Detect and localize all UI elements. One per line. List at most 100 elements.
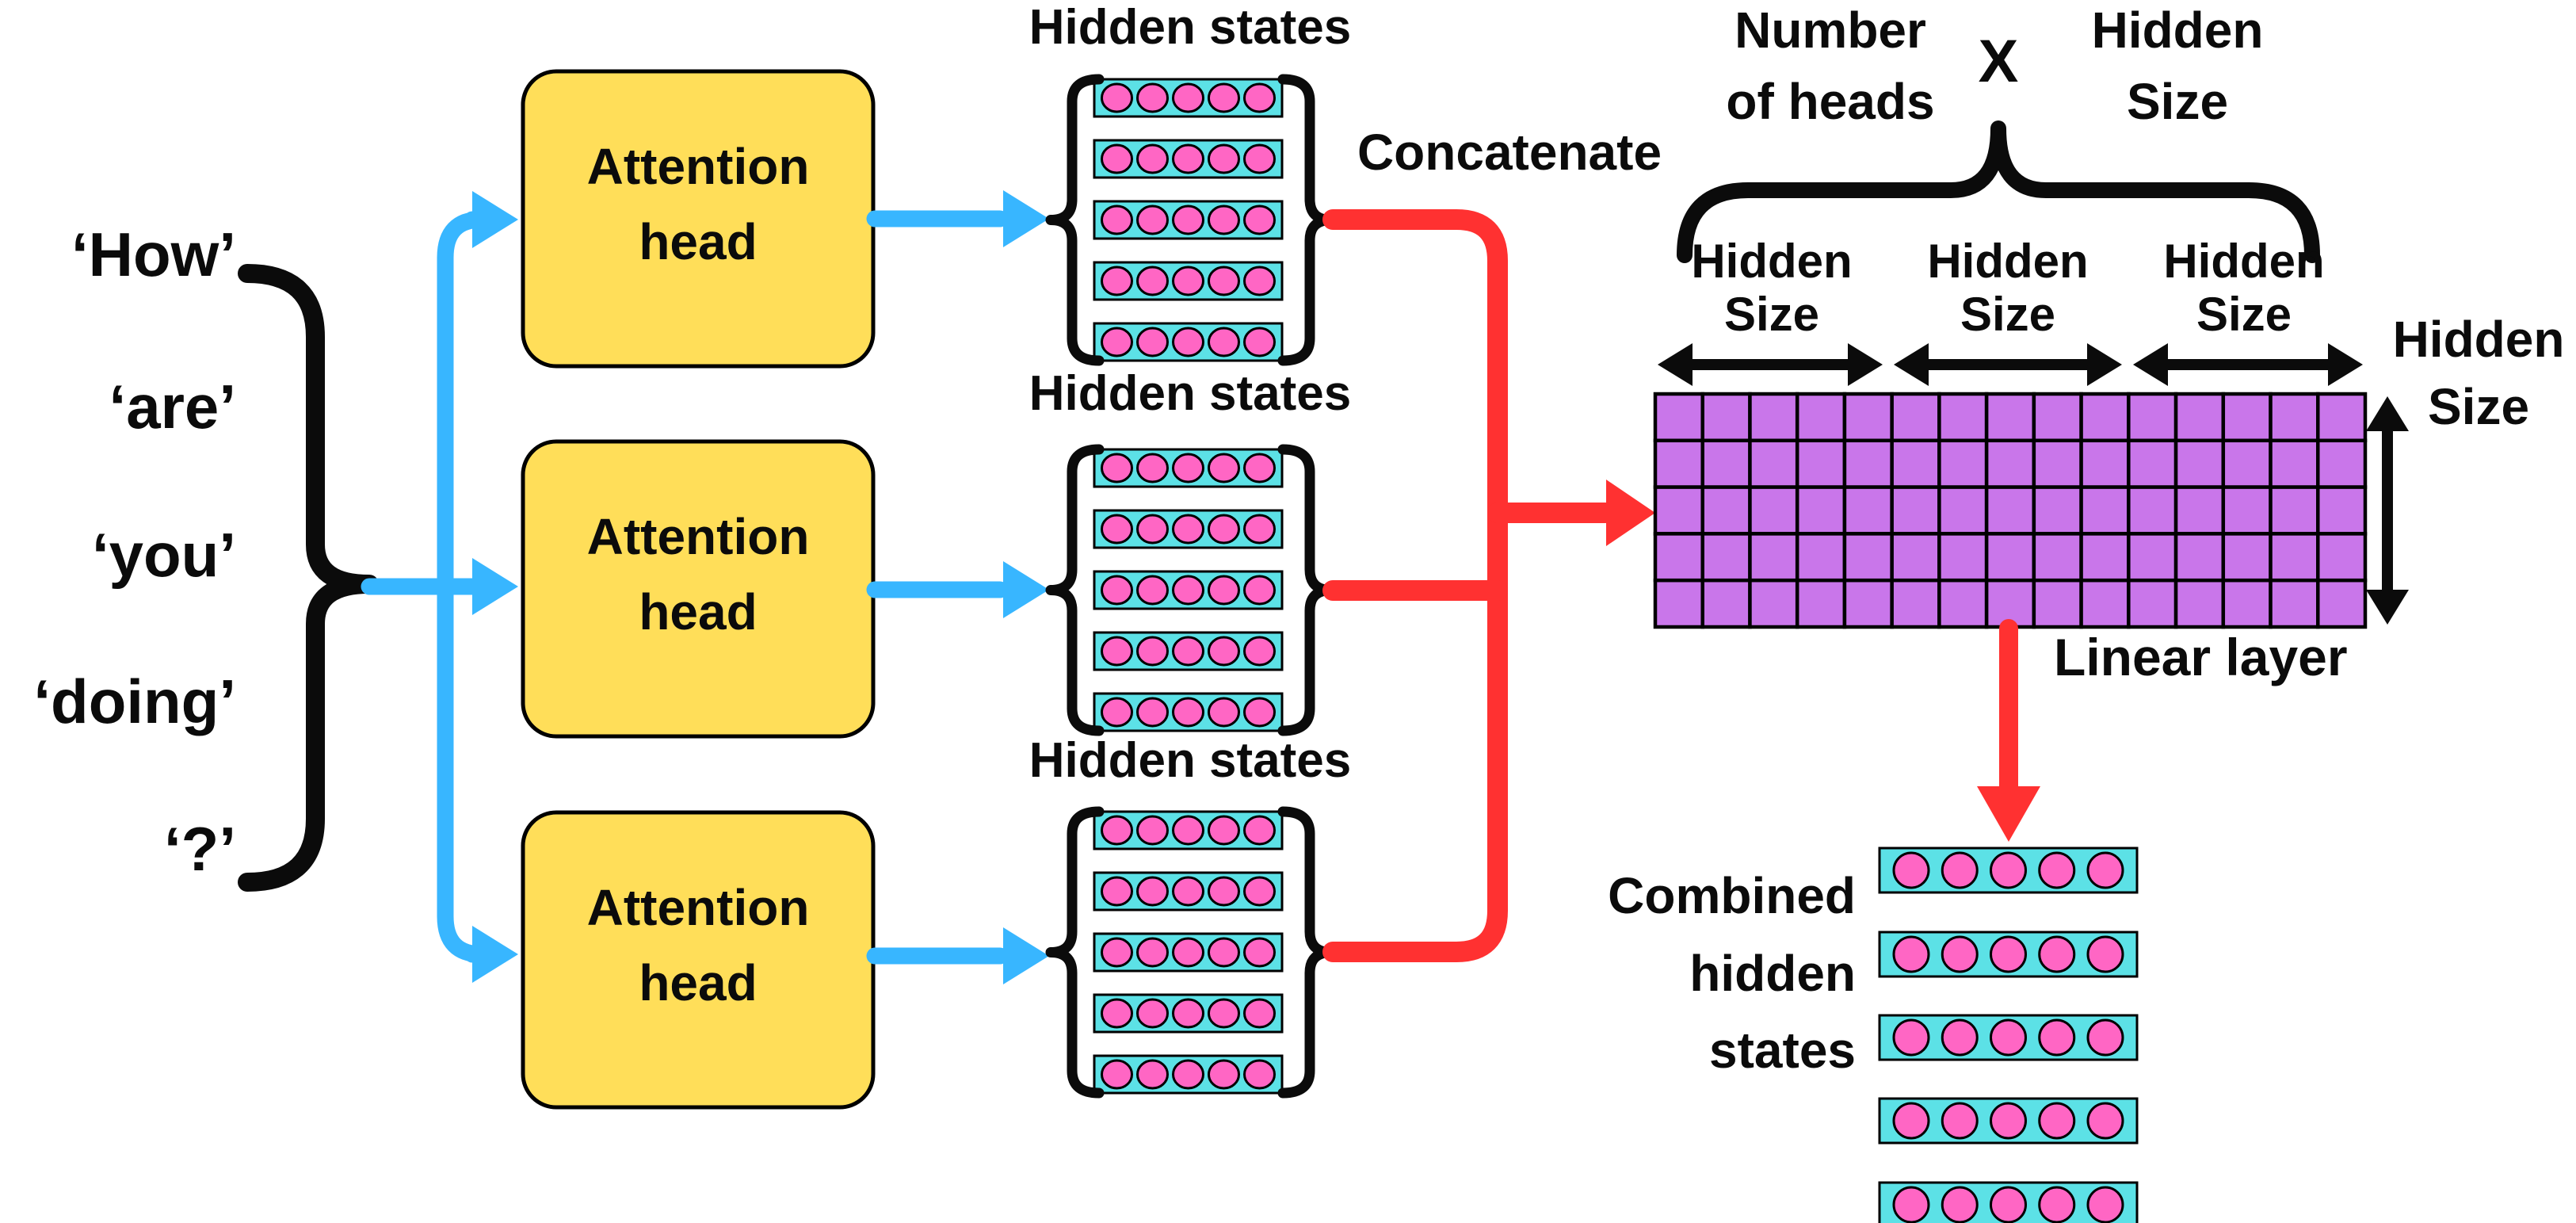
combined-unit-r3-c2 <box>1941 1019 1979 1057</box>
combined-unit-r2-c5 <box>2086 935 2124 973</box>
hidden-unit-g3-r2-c1 <box>1101 876 1133 907</box>
token-you: ‘you’ <box>92 520 236 590</box>
matrix-cell-r3-c4 <box>1795 485 1847 536</box>
combined-label-line2: hidden <box>1689 945 1856 1002</box>
hidden-unit-g2-r5-c2 <box>1136 697 1169 728</box>
matrix-cell-r4-c15 <box>2316 532 2368 583</box>
combined-unit-r1-c3 <box>1990 851 2027 889</box>
matrix-cell-r3-c7 <box>1937 485 1989 536</box>
matrix-cell-r1-c7 <box>1937 392 1989 443</box>
matrix-cell-r1-c8 <box>1984 392 2036 443</box>
hidden-unit-g3-r3-c2 <box>1136 937 1169 968</box>
segment-arrowhead-1-left <box>1658 343 1693 386</box>
hidden-unit-g2-r2-c5 <box>1243 514 1276 545</box>
combined-unit-r5-c4 <box>2038 1186 2076 1223</box>
hidden-unit-g2-r5-c3 <box>1172 697 1204 728</box>
combined-unit-r4-c1 <box>1892 1102 1930 1140</box>
hidden-unit-g2-r3-c1 <box>1101 575 1133 606</box>
matrix-cell-r1-c3 <box>1748 392 1799 443</box>
matrix-cell-r2-c2 <box>1700 438 1752 489</box>
hidden-unit-g2-r5-c1 <box>1101 697 1133 728</box>
hidden-unit-g2-r4-c5 <box>1243 636 1276 667</box>
hidden-unit-g2-r1-c3 <box>1172 453 1204 483</box>
hidden-unit-g3-r3-c3 <box>1172 937 1204 968</box>
hidden-unit-g2-r2-c4 <box>1208 514 1240 545</box>
combined-unit-r1-c4 <box>2038 851 2076 889</box>
matrix-cell-r4-c7 <box>1937 532 1989 583</box>
hidden-unit-g1-r3-c5 <box>1243 204 1276 235</box>
blue-arrowhead-group-2 <box>1003 561 1049 618</box>
hidden-unit-g1-r5-c3 <box>1172 327 1204 357</box>
matrix-cell-r5-c6 <box>1890 578 1941 629</box>
hidden-size-arrowhead-bottom <box>2366 590 2409 625</box>
col-label-2-hidden: Hidden <box>1927 235 2088 288</box>
hidden-unit-g1-r1-c4 <box>1208 82 1240 113</box>
hidden-unit-g2-r5-c5 <box>1243 697 1276 728</box>
matrix-cell-r2-c6 <box>1890 438 1941 489</box>
col-label-1-size: Size <box>1724 288 1819 341</box>
col-label-1-hidden: Hidden <box>1691 235 1852 288</box>
combined-unit-r2-c4 <box>2038 935 2076 973</box>
combined-label-line3: states <box>1709 1022 1856 1079</box>
matrix-cell-r3-c14 <box>2269 485 2320 536</box>
matrix-cell-r5-c2 <box>1700 578 1752 629</box>
matrix-cell-r4-c8 <box>1984 532 2036 583</box>
matrix-cell-r1-c9 <box>2032 392 2083 443</box>
hidden-unit-g3-r4-c2 <box>1136 998 1169 1029</box>
matrix-cell-r5-c15 <box>2316 578 2368 629</box>
matrix-cell-r2-c12 <box>2173 438 2226 489</box>
matrix-cell-r2-c9 <box>2032 438 2083 489</box>
hidden-states-title-2: Hidden states <box>1029 366 1352 421</box>
hidden-unit-g3-r5-c1 <box>1101 1059 1133 1090</box>
matrix-cell-r5-c9 <box>2032 578 2083 629</box>
hidden-unit-g1-r2-c4 <box>1208 143 1240 174</box>
matrix-cell-r4-c3 <box>1748 532 1799 583</box>
hidden-unit-g1-r1-c2 <box>1136 82 1169 113</box>
attention-head-3-line2: head <box>639 954 757 1011</box>
matrix-cell-r3-c12 <box>2173 485 2226 536</box>
matrix-cell-r1-c12 <box>2173 392 2226 443</box>
hidden-unit-g1-r1-c1 <box>1101 82 1133 113</box>
blue-arrowhead-down <box>472 926 518 983</box>
blue-arrowhead-up <box>472 191 518 248</box>
matrix-cell-r4-c12 <box>2173 532 2226 583</box>
matrix-cell-r4-c1 <box>1653 532 1704 583</box>
matrix-cell-r4-c10 <box>2079 532 2131 583</box>
hidden-unit-g1-r5-c2 <box>1136 327 1169 357</box>
blue-line-up <box>437 211 490 595</box>
hidden-unit-g3-r4-c4 <box>1208 998 1240 1029</box>
hidden-unit-g3-r2-c2 <box>1136 876 1169 907</box>
matrix-cell-r3-c1 <box>1653 485 1704 536</box>
hidden-unit-g2-r2-c1 <box>1101 514 1133 545</box>
combined-unit-r4-c2 <box>1941 1102 1979 1140</box>
matrix-cell-r1-c13 <box>2221 392 2273 443</box>
combined-unit-r1-c2 <box>1941 851 1979 889</box>
hidden-unit-g3-r1-c2 <box>1136 815 1169 846</box>
linear-layer-label: Linear layer <box>2054 628 2348 686</box>
number-of-heads-line2: of heads <box>1726 73 1934 130</box>
matrix-cell-r2-c14 <box>2269 438 2320 489</box>
hidden-unit-g1-r3-c2 <box>1136 204 1169 235</box>
matrix-cell-r1-c2 <box>1700 392 1752 443</box>
hidden-unit-g1-r4-c1 <box>1101 266 1133 296</box>
matrix-cell-r5-c4 <box>1795 578 1847 629</box>
segment-arrowhead-3-right <box>2328 343 2363 386</box>
hidden-unit-g2-r4-c4 <box>1208 636 1240 667</box>
combined-unit-r4-c4 <box>2038 1102 2076 1140</box>
matrix-cell-r1-c14 <box>2269 392 2320 443</box>
hidden-unit-g1-r5-c4 <box>1208 327 1240 357</box>
matrix-cell-r5-c10 <box>2079 578 2131 629</box>
combined-unit-r2-c1 <box>1892 935 1930 973</box>
hidden-unit-g1-r4-c4 <box>1208 266 1240 296</box>
combined-unit-r5-c1 <box>1892 1186 1930 1223</box>
matrix-cell-r5-c12 <box>2173 578 2226 629</box>
segment-arrowhead-2-right <box>2087 343 2122 386</box>
red-arrowhead-matrix <box>1606 480 1655 546</box>
hidden-unit-g3-r1-c4 <box>1208 815 1240 846</box>
combined-unit-r4-c3 <box>1990 1102 2027 1140</box>
hidden-unit-g2-r3-c5 <box>1243 575 1276 606</box>
hidden-unit-g1-r2-c5 <box>1243 143 1276 174</box>
hidden-unit-g2-r4-c1 <box>1101 636 1133 667</box>
blue-arrowhead-group-3 <box>1003 927 1049 984</box>
hidden-states-title-1: Hidden states <box>1029 0 1352 55</box>
